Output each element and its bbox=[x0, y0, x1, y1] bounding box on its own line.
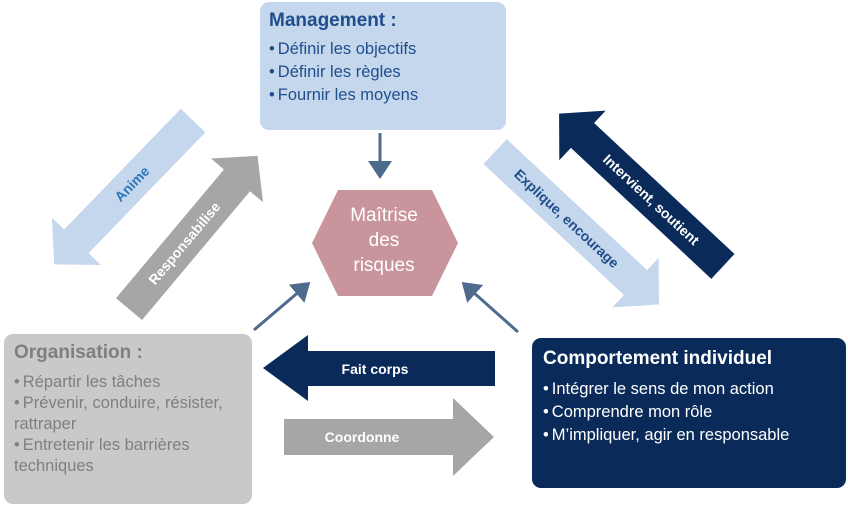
bullet: • bbox=[14, 373, 20, 391]
comportement-item-impliquer: M’impliquer, agir en responsable bbox=[551, 426, 790, 444]
risk-hexagon bbox=[312, 190, 458, 296]
comportement-item-comprendre: Comprendre mon rôle bbox=[551, 403, 713, 421]
bullet: • bbox=[269, 40, 275, 58]
bullet: • bbox=[543, 380, 549, 398]
management-title: Management : bbox=[269, 10, 397, 31]
arrow-responsabilise-label: Responsabilise bbox=[145, 199, 223, 288]
organisation-item-entretenir: Entretenir les barrières techniques bbox=[14, 436, 190, 475]
bullet: • bbox=[269, 63, 275, 81]
comportement-title: Comportement individuel bbox=[543, 348, 773, 369]
center-label: Maîtrise des risques bbox=[318, 203, 450, 278]
center-label-line: risques bbox=[353, 255, 415, 276]
center-label-line: des bbox=[368, 230, 400, 251]
management-item-moyens: Fournir les moyens bbox=[277, 86, 419, 104]
center-label-line: Maîtrise bbox=[350, 205, 418, 226]
arrow-explique-label: Explique, encourage bbox=[511, 166, 622, 271]
arrow-fait-corps: Fait corps bbox=[263, 335, 495, 401]
comportement-list: •Intégrer le sens de mon action •Compren… bbox=[543, 378, 846, 447]
list-item: •Comprendre mon rôle bbox=[543, 401, 846, 424]
list-item: •Répartir les tâches bbox=[14, 372, 236, 393]
list-item: •M’impliquer, agir en responsable bbox=[543, 424, 846, 447]
organisation-title: Organisation : bbox=[14, 342, 143, 363]
bullet: • bbox=[543, 426, 549, 444]
comportement-box: Comportement individuel •Intégrer le sen… bbox=[532, 338, 846, 488]
arrow-explique: Explique, encourage bbox=[483, 139, 659, 308]
arrow-fait-corps-label: Fait corps bbox=[342, 361, 409, 377]
list-item: •Entretenir les barrières techniques bbox=[14, 435, 236, 477]
list-item: •Définir les objectifs bbox=[269, 38, 506, 61]
connector-organisation-to-center bbox=[253, 282, 311, 332]
organisation-item-repartir: Répartir les tâches bbox=[22, 373, 161, 391]
arrow-intervient-label: Intervient, soutient bbox=[600, 151, 703, 248]
list-item: •Prévenir, conduire, résister, rattraper bbox=[14, 393, 236, 435]
arrow-coordonne: Coordonne bbox=[284, 398, 494, 476]
management-item-regles: Définir les règles bbox=[277, 63, 401, 81]
management-list: •Définir les objectifs •Définir les règl… bbox=[269, 38, 506, 107]
arrow-coordonne-label: Coordonne bbox=[325, 429, 400, 445]
bullet: • bbox=[14, 436, 20, 454]
comportement-item-integrer: Intégrer le sens de mon action bbox=[551, 380, 774, 398]
arrow-intervient: Intervient, soutient bbox=[559, 110, 735, 279]
organisation-box: Organisation : •Répartir les tâches •Pré… bbox=[4, 334, 252, 504]
bullet: • bbox=[269, 86, 275, 104]
connector-comportement-to-center bbox=[461, 282, 519, 334]
organisation-item-prevenir: Prévenir, conduire, résister, rattraper bbox=[14, 394, 223, 433]
bullet: • bbox=[543, 403, 549, 421]
list-item: •Intégrer le sens de mon action bbox=[543, 378, 846, 401]
bullet: • bbox=[14, 394, 20, 412]
management-box: Management : •Définir les objectifs •Déf… bbox=[260, 2, 506, 130]
list-item: •Définir les règles bbox=[269, 61, 506, 84]
list-item: •Fournir les moyens bbox=[269, 84, 506, 107]
management-item-objectifs: Définir les objectifs bbox=[277, 40, 417, 58]
organisation-list: •Répartir les tâches •Prévenir, conduire… bbox=[14, 372, 236, 477]
